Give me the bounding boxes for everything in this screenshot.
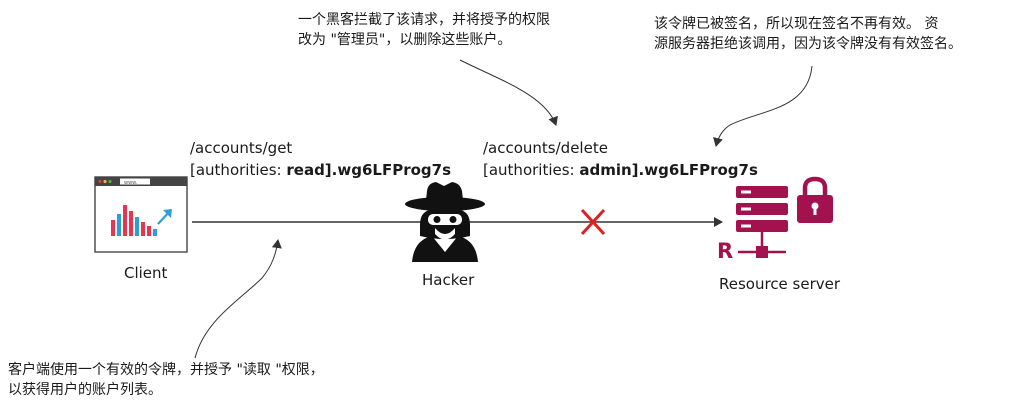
note-line: 该令牌已被签名，所以现在签名不再有效。 资 [654, 16, 939, 32]
pointer-arrow-server [713, 65, 813, 147]
request-token: [authorities: admin].wg6LFProg7s [483, 159, 758, 181]
request-get-label: /accounts/get [authorities: read].wg6LFP… [190, 137, 451, 181]
request-delete-label: /accounts/delete [authorities: admin].wg… [483, 137, 758, 181]
rejected-cross-icon [580, 208, 606, 236]
note-line: 以获得用户的账户列表。 [8, 382, 162, 398]
pointer-arrow-hacker [459, 59, 558, 126]
note-line: 源服务器拒绝该调用，因为该令牌没有有效签名。 [654, 36, 962, 52]
note-line: 客户端使用一个有效的令牌，并授予 "读取 "权限， [8, 362, 324, 378]
note-signature-invalid: 该令牌已被签名，所以现在签名不再有效。 资 源服务器拒绝该调用，因为该令牌没有有… [654, 14, 962, 54]
client-browser-icon: www. [94, 176, 188, 253]
token-value: read].wg6LFProg7s [286, 161, 451, 179]
note-line: 改为 "管理员"，以删除这些账户。 [298, 32, 512, 48]
note-client-valid-token: 客户端使用一个有效的令牌，并授予 "读取 "权限， 以获得用户的账户列表。 [8, 360, 324, 400]
hacker-icon [405, 182, 485, 262]
note-hacker-intercepts: 一个黑客拦截了该请求，并将授予的权限 改为 "管理员"，以删除这些账户。 [298, 10, 550, 50]
request-path: /accounts/get [190, 139, 293, 157]
server-badge-letter: R [717, 239, 733, 263]
pointer-arrow-client [194, 239, 282, 359]
note-line: 一个黑客拦截了该请求，并将授予的权限 [298, 12, 550, 28]
browser-url-text: www. [124, 180, 138, 186]
token-prefix: [authorities: [483, 161, 580, 179]
token-prefix: [authorities: [190, 161, 287, 179]
resource-server-label: Resource server [719, 275, 841, 293]
client-label: Client [124, 264, 168, 282]
resource-server-icon: R [717, 176, 833, 263]
token-value: admin].wg6LFProg7s [579, 161, 758, 179]
request-token: [authorities: read].wg6LFProg7s [190, 159, 451, 181]
hacker-label: Hacker [422, 271, 475, 289]
request-path: /accounts/delete [483, 139, 608, 157]
